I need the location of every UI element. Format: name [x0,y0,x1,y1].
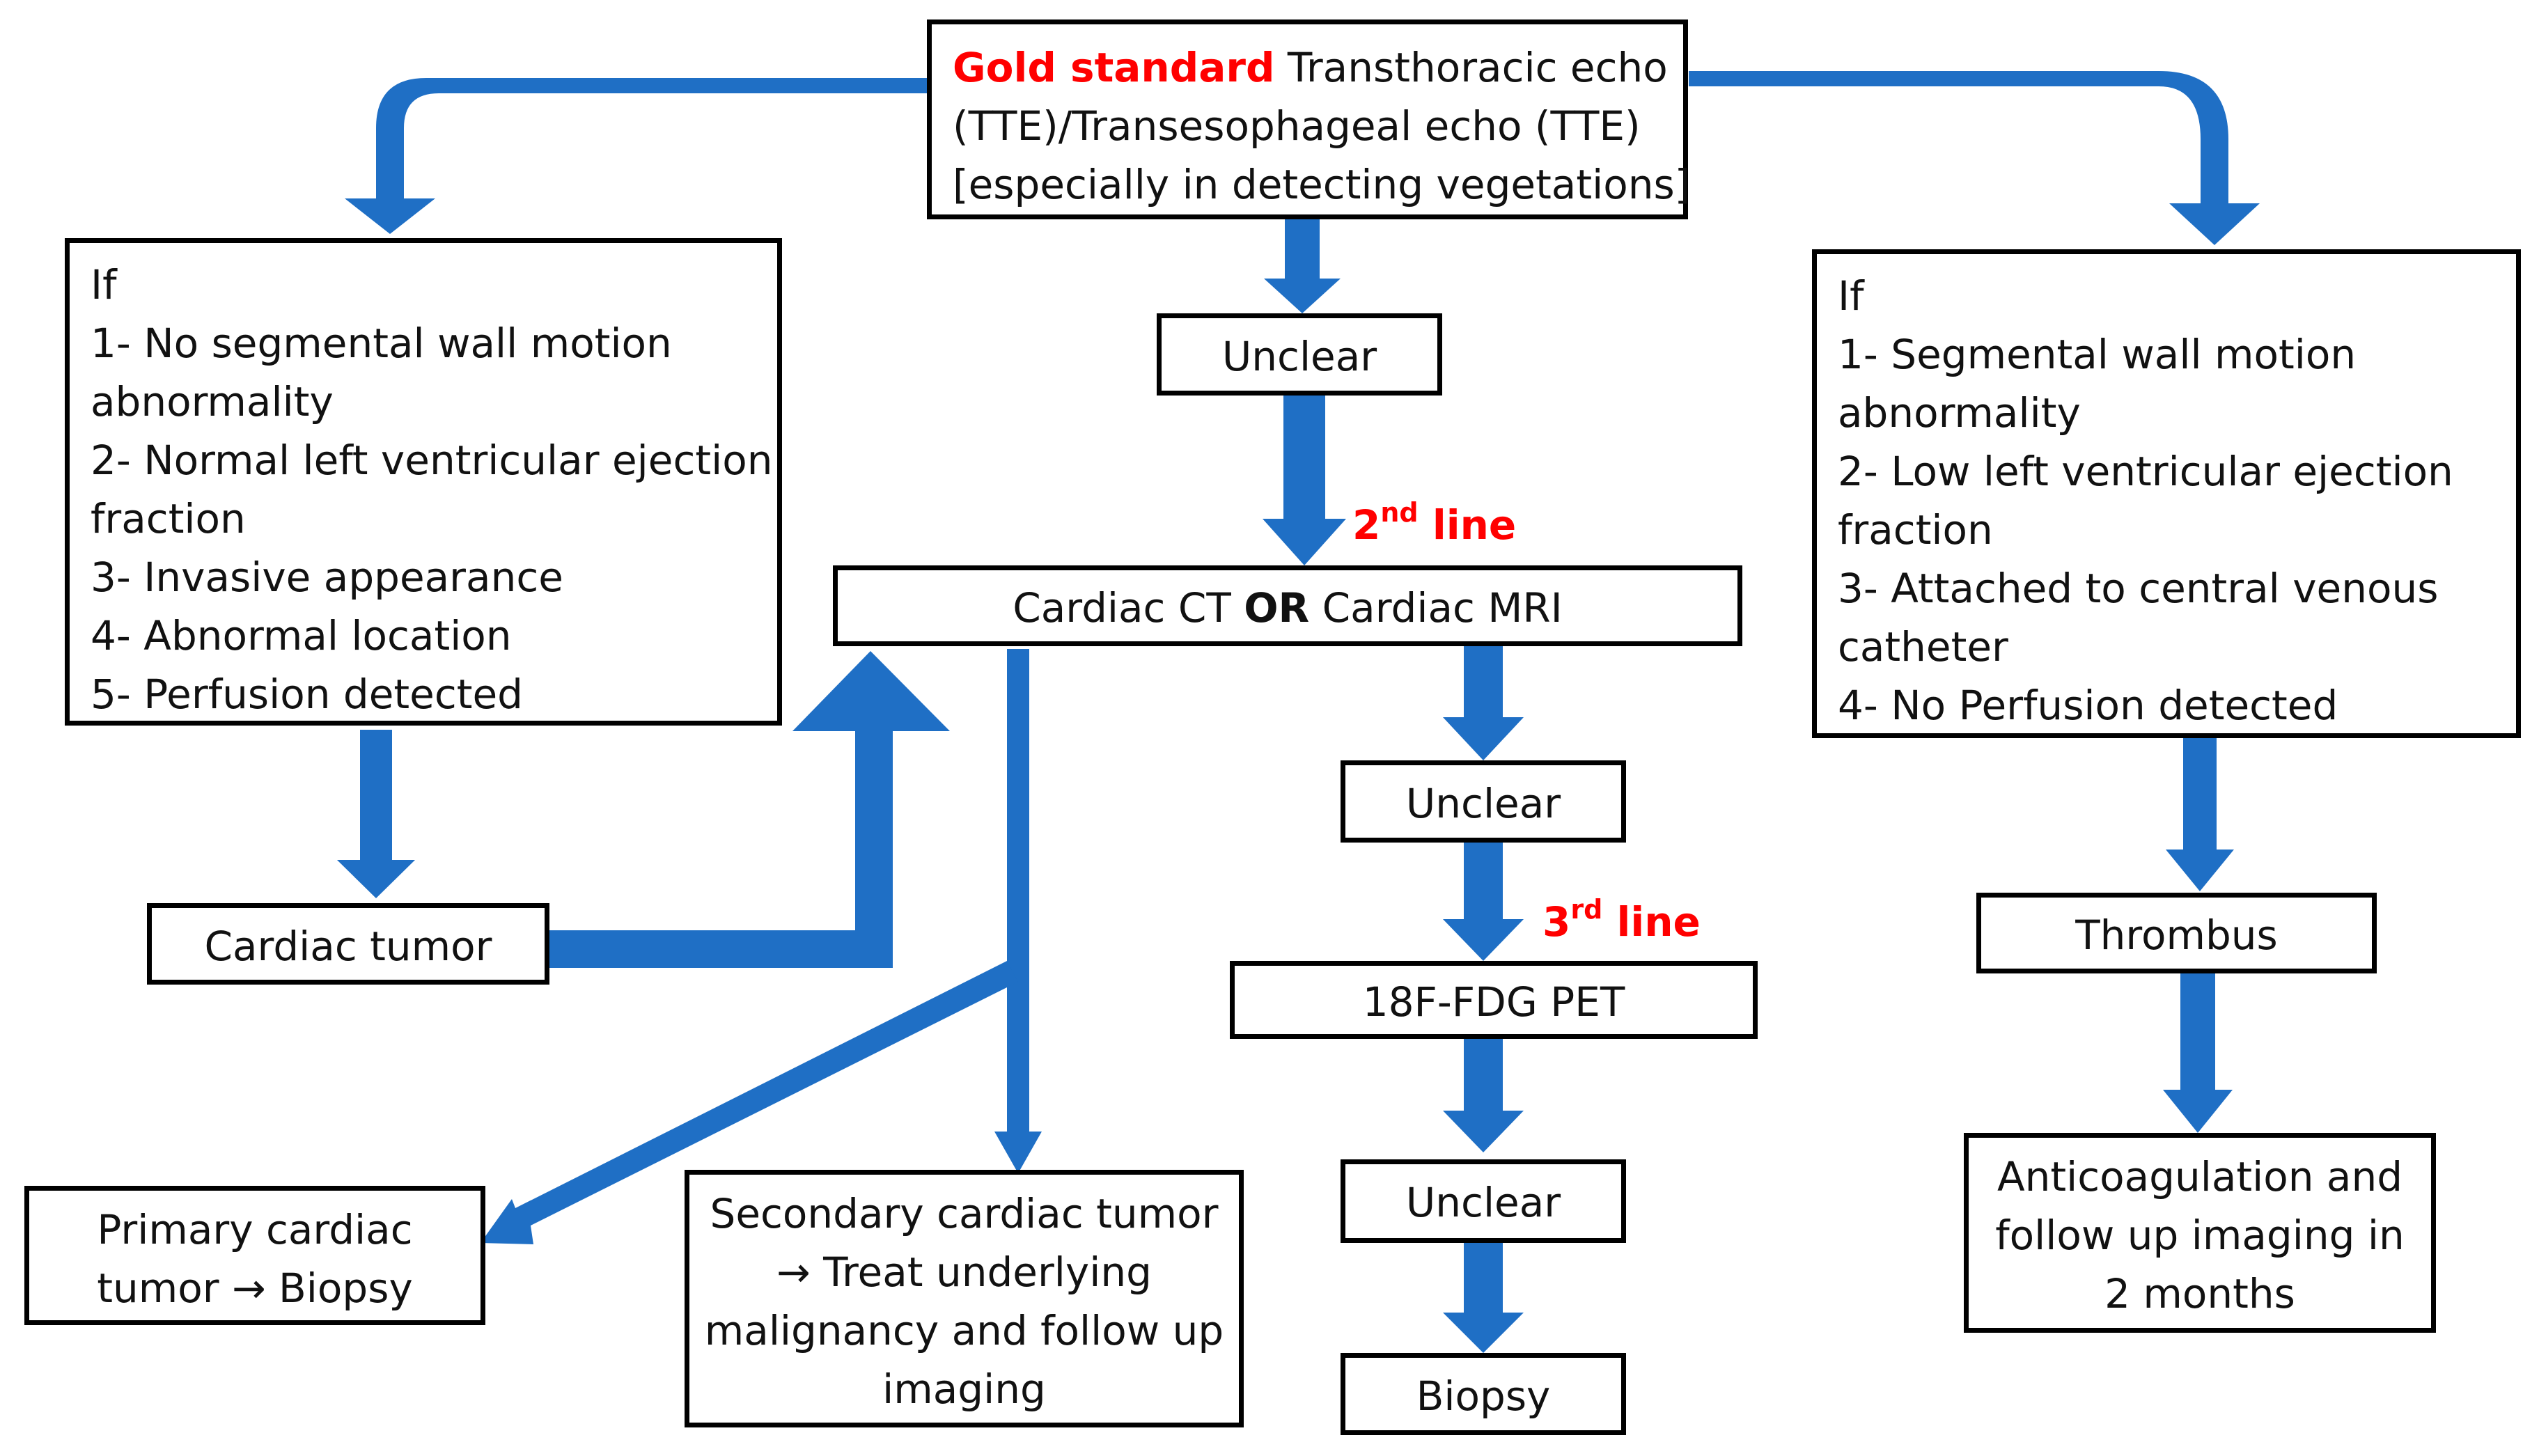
pet-label: 18F-FDG PET [1362,978,1625,1026]
primary-tumor-line-2: tumor → Biopsy [97,1265,413,1312]
gold-standard-box: Gold standard Transthoracic echo (TTE)/T… [927,19,1691,219]
left-criteria-line: abnormality [91,378,334,425]
primary-tumor-box: Primary cardiac tumor → Biopsy [24,1186,485,1325]
ct-label: Cardiac CT [1013,584,1244,632]
secondary-tumor-line: malignancy and follow up [704,1307,1224,1354]
left-criteria-box: If 1- No segmental wall motion abnormali… [65,238,782,726]
gold-standard-line-3: [especially in detecting vegetations] [953,161,1691,208]
anticoag-line: follow up imaging in [1995,1212,2405,1259]
third-line-number: 3 [1542,898,1571,946]
left-criteria-line: fraction [91,495,246,542]
anticoag-box: Anticoagulation and follow up imaging in… [1964,1133,2436,1333]
cardiac-tumor-box: Cardiac tumor [147,903,549,985]
arrow-branch-to-primary [481,961,1018,1244]
arrow-thrombus-to-anticoag [2163,973,2233,1133]
arrow-right-criteria-to-thrombus [2166,738,2234,891]
second-line-suffix: nd [1380,497,1419,528]
third-line-label: 3rd line [1542,894,1701,946]
unclear-label-1: Unclear [1221,333,1377,380]
unclear-label-3: Unclear [1405,1179,1561,1226]
mri-label: Cardiac MRI [1309,584,1563,632]
arrow-top-to-unclear-1 [1264,219,1341,313]
arrow-unclear-3-to-biopsy [1443,1243,1524,1353]
right-criteria-line: If [1838,272,1864,320]
unclear-box-3: Unclear [1341,1159,1626,1243]
third-line-word: line [1602,898,1701,946]
unclear-label-2: Unclear [1405,780,1561,827]
primary-tumor-line-1: Primary cardiac [97,1206,413,1253]
gold-standard-line-2: (TTE)/Transesophageal echo (TTE) [953,102,1641,150]
secondary-tumor-line: → Treat underlying [776,1248,1152,1296]
pet-box: 18F-FDG PET [1230,961,1758,1039]
right-criteria-line: abnormality [1838,389,2081,437]
arrow-top-to-left-criteria [345,78,930,234]
left-criteria-line: If [91,261,117,308]
left-criteria-line: 1- No segmental wall motion [91,320,672,367]
arrow-ct-mri-to-unclear-2 [1443,646,1524,760]
gold-standard-method: Transthoracic echo [1274,44,1668,91]
secondary-tumor-box: Secondary cardiac tumor → Treat underlyi… [685,1170,1244,1427]
left-criteria-line: 4- Abnormal location [91,612,512,659]
left-criteria-line: 3- Invasive appearance [91,554,563,601]
second-line-label: 2nd line [1352,497,1517,549]
cardiac-tumor-label: Cardiac tumor [204,923,492,970]
biopsy-label: Biopsy [1416,1372,1551,1420]
anticoag-line: Anticoagulation and [1997,1153,2403,1200]
biopsy-box: Biopsy [1341,1353,1626,1435]
right-criteria-line: 3- Attached to central venous [1838,565,2439,612]
arrow-unclear-2-to-pet [1443,843,1524,961]
right-criteria-box: If 1- Segmental wall motion abnormality … [1812,249,2521,738]
right-criteria-line: 4- No Perfusion detected [1838,682,2338,729]
thrombus-box: Thrombus [1976,893,2377,973]
right-criteria-line: catheter [1838,623,2008,671]
thrombus-label: Thrombus [2075,911,2278,959]
right-criteria-line: fraction [1838,506,1993,554]
gold-standard-highlight: Gold standard [953,44,1275,91]
secondary-tumor-line: imaging [882,1365,1046,1413]
anticoag-line: 2 months [2104,1270,2295,1317]
ct-mri-label: Cardiac CT OR Cardiac MRI [838,579,1737,637]
left-criteria-line: 5- Perfusion detected [91,671,523,718]
arrow-cardiac-tumor-to-ct-mri [547,651,950,968]
unclear-box-1: Unclear [1157,313,1442,396]
gold-standard-line-1: Gold standard Transthoracic echo [953,38,1683,97]
arrow-left-criteria-to-cardiac-tumor [337,730,415,898]
arrow-ct-mri-to-secondary [994,649,1042,1173]
secondary-tumor-line: Secondary cardiac tumor [710,1190,1219,1237]
second-line-number: 2 [1352,501,1381,549]
arrow-top-to-right-criteria [1689,71,2260,245]
right-criteria-line: 2- Low left ventricular ejection [1838,448,2453,495]
arrow-unclear-1-to-ct-mri [1263,396,1346,565]
ct-mri-box: Cardiac CT OR Cardiac MRI [833,565,1742,646]
right-criteria-line: 1- Segmental wall motion [1838,331,2357,378]
second-line-word: line [1418,501,1517,549]
third-line-suffix: rd [1570,894,1603,925]
left-criteria-line: 2- Normal left ventricular ejection [91,437,773,484]
or-label: OR [1244,584,1310,632]
arrow-pet-to-unclear-3 [1443,1038,1524,1152]
unclear-box-2: Unclear [1341,760,1626,843]
